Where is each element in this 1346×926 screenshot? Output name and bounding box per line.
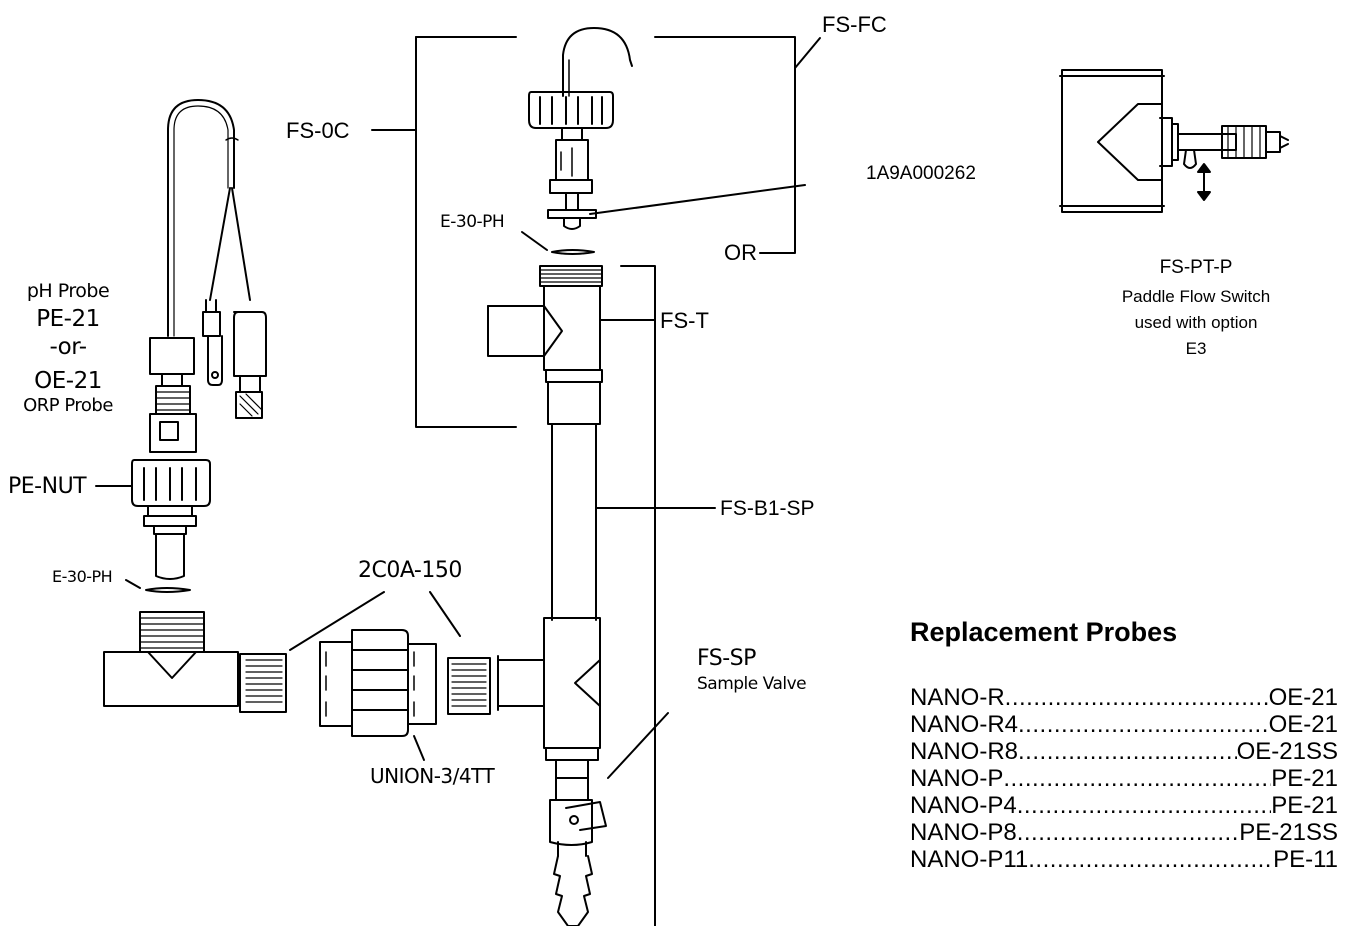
o-ring-top: [551, 249, 595, 255]
table-row: NANO-P11 PE-11: [910, 846, 1338, 873]
paddle-flow-switch: [1059, 69, 1289, 213]
probe-part: PE-21: [1271, 765, 1338, 792]
table-row: NANO-P8 PE-21SS: [910, 819, 1338, 846]
flow-body: [447, 265, 669, 926]
flow-switch-used-with: used with option: [1134, 313, 1258, 332]
lower-tee: [103, 611, 287, 713]
dot-leader: [1018, 738, 1237, 766]
replacement-probes-table: NANO-ROE-21NANO-R4OE-21NANO-R8OE-21SSNAN…: [910, 684, 1338, 873]
probe-part: OE-21: [1268, 711, 1338, 738]
dot-leader: [1003, 765, 1271, 793]
label-pe-nut: PE-NUT: [8, 474, 87, 499]
leader-e30ph-left: [125, 579, 141, 589]
label-or-word: -or-: [49, 334, 87, 360]
dot-leader: [1028, 846, 1273, 874]
probe-model: NANO-P8: [910, 819, 1017, 846]
probe-part: PE-21SS: [1239, 819, 1338, 846]
o-ring-left: [145, 587, 191, 593]
probe-part: PE-21: [1271, 792, 1338, 819]
replacement-probes-title: Replacement Probes: [910, 617, 1178, 647]
bracket-fs-b1-sp: [620, 265, 716, 926]
label-e30ph-top: E-30-PH: [440, 212, 505, 232]
table-row: NANO-R4 OE-21: [910, 711, 1338, 738]
dot-leader: [1018, 711, 1269, 739]
label-sample-valve: Sample Valve: [697, 674, 807, 694]
probe-part: OE-21SS: [1236, 738, 1338, 765]
flow-cell-cap: [528, 27, 806, 230]
probe-model: NANO-P4: [910, 792, 1017, 819]
dot-leader: [1017, 792, 1272, 820]
table-row: NANO-R8 OE-21SS: [910, 738, 1338, 765]
probe-model: NANO-P11: [910, 846, 1029, 873]
leader-e30ph-top: [521, 231, 548, 251]
flow-switch-name: Paddle Flow Switch: [1121, 287, 1271, 306]
probe-part: OE-21: [1268, 684, 1338, 711]
label-oe21: OE-21: [34, 368, 102, 394]
label-2c0a-150: 2C0A-150: [358, 558, 462, 583]
flow-switch-code: FS-PT-P: [1159, 257, 1233, 278]
label-ph-probe: pH Probe: [26, 280, 110, 302]
probe-model: NANO-R8: [910, 738, 1019, 765]
union-fitting: [319, 629, 437, 761]
probe-model: NANO-R4: [910, 711, 1019, 738]
label-fs-b1-sp: FS-B1-SP: [720, 497, 815, 520]
bracket-fs-oc: [371, 36, 821, 428]
label-union: UNION-3/4TT: [370, 764, 495, 788]
dot-leader: [1017, 819, 1240, 847]
ph-probe: [95, 99, 267, 580]
leader-2c0a-right: [429, 591, 461, 637]
label-fs-oc: FS-0C: [286, 118, 350, 143]
label-e30ph-left: E-30-PH: [52, 567, 113, 586]
table-row: NANO-P4 PE-21: [910, 792, 1338, 819]
label-fs-sp: FS-SP: [697, 646, 756, 671]
probe-part: PE-11: [1273, 846, 1338, 873]
label-or: OR: [724, 240, 757, 265]
dot-leader: [1005, 684, 1269, 712]
label-fs-t: FS-T: [660, 308, 709, 333]
table-row: NANO-P PE-21: [910, 765, 1338, 792]
label-fs-fc: FS-FC: [822, 12, 887, 37]
label-1a9a000262: 1A9A000262: [866, 163, 976, 184]
label-pe21: PE-21: [36, 306, 100, 332]
leader-2c0a-left: [289, 591, 385, 651]
flow-switch-option: E3: [1185, 339, 1207, 358]
table-row: NANO-R OE-21: [910, 684, 1338, 711]
probe-model: NANO-P: [910, 765, 1004, 792]
label-orp-probe: ORP Probe: [23, 395, 113, 416]
probe-model: NANO-R: [910, 684, 1005, 711]
